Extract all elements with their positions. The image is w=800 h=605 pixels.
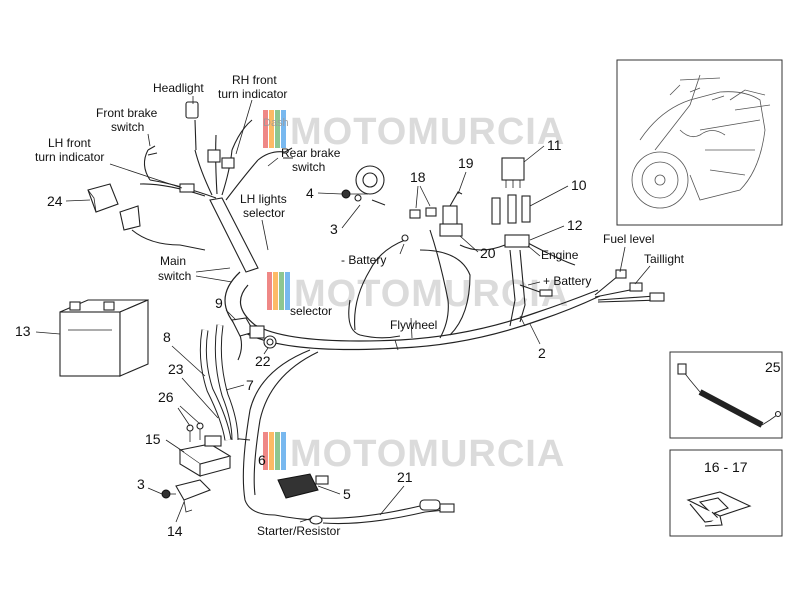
watermark-text-middle: MOTOMURCIA: [294, 273, 569, 315]
label-starter-resistor: Starter/Resistor: [257, 524, 340, 538]
part-number-13: 13: [15, 323, 31, 339]
part-3-screw-icon: [161, 489, 176, 499]
inset-part-16-17: 16 - 17: [669, 449, 783, 537]
part-number-19: 19: [458, 155, 474, 171]
part-number-21: 21: [397, 469, 413, 485]
label-fuel-level: Fuel level: [603, 232, 654, 246]
text-labels: Headlight RH front turn indicator Front …: [35, 73, 685, 538]
part-12-connector-block-icon: [504, 234, 530, 248]
label-lh-front-2: turn indicator: [35, 150, 104, 164]
label-lh-lights-1: LH lights: [240, 192, 287, 206]
part-13-battery-icon: [59, 299, 149, 377]
part-18-fuses-icon: [409, 207, 437, 219]
label-selector: selector: [290, 304, 332, 318]
clip-nut-icon: [686, 491, 752, 527]
part-number-23: 23: [168, 361, 184, 377]
watermark-bottom: MOTOMURCIA: [263, 432, 565, 475]
label-battery-pos: + Battery: [543, 274, 591, 288]
part-number-11: 11: [547, 137, 562, 153]
dashboard-partial-label: Dash: [263, 117, 289, 129]
label-flywheel: Flywheel: [390, 318, 437, 332]
part-number-3-top: 3: [330, 221, 338, 237]
part-9-spark-cap-icon: [231, 317, 265, 339]
watermark-text-top: MOTOMURCIA: [290, 111, 565, 153]
part-15-regulator-icon: [178, 435, 232, 477]
part-10-connectors-icon: [491, 194, 531, 225]
part-number-10: 10: [571, 177, 587, 193]
label-rear-brake-2: switch: [292, 160, 325, 174]
part-22-cap-icon: [263, 335, 277, 349]
inset-part-25: 25: [669, 351, 783, 439]
part-26-screws-icon: [186, 422, 204, 442]
part-19-fuse-holder-icon: [439, 191, 463, 237]
label-taillight: Taillight: [644, 252, 685, 266]
part-24-relay-icon: [87, 183, 206, 251]
label-main-switch-1: Main: [160, 254, 186, 268]
watermark-top: MOTOMURCIA Dash: [263, 110, 565, 153]
label-front-brake-1: Front brake: [96, 106, 158, 120]
label-lh-front-1: LH front: [48, 136, 91, 150]
part-number-20: 20: [480, 245, 496, 261]
label-rear-brake-1: Rear brake: [281, 146, 341, 160]
part-number-3-bottom: 3: [137, 476, 145, 492]
part-number-24: 24: [47, 193, 63, 209]
part-number-25: 25: [765, 359, 781, 375]
part-number-5: 5: [343, 486, 351, 502]
part-number-6: 6: [258, 452, 266, 468]
part-number-14: 14: [167, 523, 183, 539]
label-main-switch-2: switch: [158, 269, 191, 283]
part-number-8: 8: [163, 329, 171, 345]
part-number-9: 9: [215, 295, 223, 311]
part-numbers: 24 4 3 18 19 11 10 12 20 2 9 13 8 22 23 …: [15, 137, 587, 539]
part-number-26: 26: [158, 389, 174, 405]
leader-lines: [109, 96, 651, 523]
part-5-cdi-icon: [277, 473, 329, 499]
part-number-2: 2: [538, 345, 546, 361]
label-battery-neg: - Battery: [341, 253, 386, 267]
horn-icon: [355, 165, 386, 206]
label-lh-lights-2: selector: [243, 206, 285, 220]
part-number-18: 18: [410, 169, 426, 185]
part-14-bracket-icon: [175, 479, 211, 513]
part-number-12: 12: [567, 217, 583, 233]
scooter-sketch-icon: [631, 74, 771, 209]
label-rh-front-2: turn indicator: [218, 87, 287, 101]
part-number-7: 7: [246, 377, 254, 393]
label-front-brake-2: switch: [111, 120, 144, 134]
label-engine: Engine: [541, 248, 579, 262]
watermark-text-bottom: MOTOMURCIA: [290, 433, 565, 475]
label-headlight: Headlight: [153, 81, 204, 95]
label-rh-front-1: RH front: [232, 73, 277, 87]
part-number-15: 15: [145, 431, 161, 447]
part-number-16-17: 16 - 17: [704, 459, 748, 475]
scooter-inset: [616, 59, 783, 226]
part-number-22: 22: [255, 353, 271, 369]
part-11-relay-icon: [501, 157, 525, 188]
part-number-4: 4: [306, 185, 314, 201]
